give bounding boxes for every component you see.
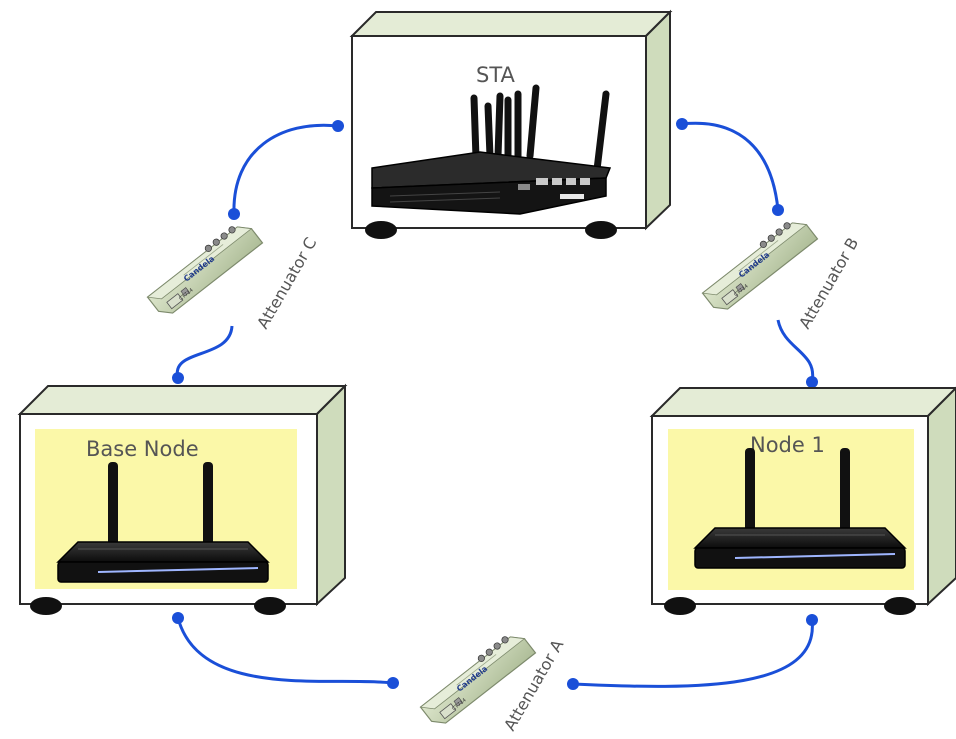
wheel [365, 221, 397, 239]
cable-attenuator-a-to-node1 [567, 614, 818, 690]
cable-attenuator-c-to-base-node [172, 325, 234, 384]
node1-label: Node 1 [750, 433, 825, 457]
wifi-test-system-icon [371, 84, 612, 215]
attenuator-c-label: Attenuator C [253, 234, 320, 332]
attenuator-b: Candela CT714 Attenuator B [699, 212, 862, 332]
wheel [884, 597, 916, 615]
cable-base-node-to-attenuator-a [172, 612, 399, 689]
base-node-label: Base Node [86, 437, 199, 461]
attenuator-c: Candela CT714 Attenuator C [144, 216, 320, 332]
attenuator-a: Candela CT714 Attenuator A [417, 626, 567, 734]
wheel [664, 597, 696, 615]
sta-label: STA [476, 63, 516, 87]
wheel [30, 597, 62, 615]
sta-enclosure: STA [349, 9, 673, 239]
wheel [254, 597, 286, 615]
cable-sta-to-attenuator-c [228, 120, 344, 220]
node1-enclosure: Node 1 [649, 386, 956, 615]
cable-sta-to-attenuator-b [676, 118, 784, 216]
cable-attenuator-b-to-node1 [776, 319, 818, 388]
base-node-enclosure: Base Node [17, 383, 348, 615]
wheel [585, 221, 617, 239]
